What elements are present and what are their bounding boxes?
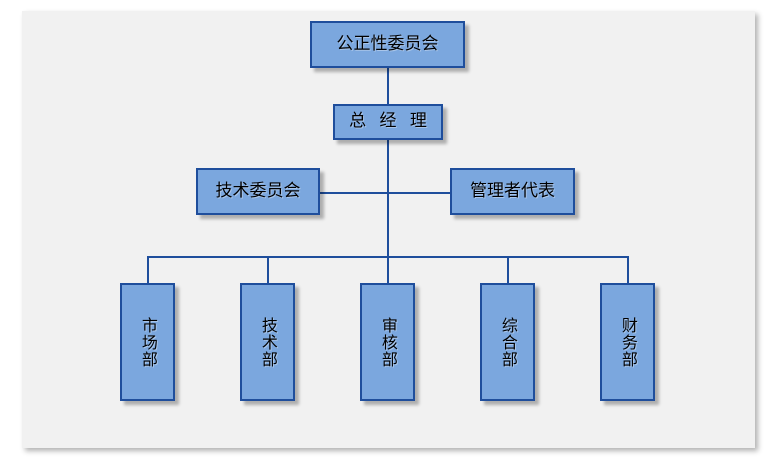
node-management-representative-label: 管理者代表 [470,180,555,201]
node-general-affairs-department[interactable]: 综合部 [480,283,535,401]
connector-row3-bar [319,192,451,194]
connector-drop-finance [627,256,629,283]
node-technical-committee[interactable]: 技术委员会 [196,168,320,215]
org-chart-canvas: 公正性委员会 总 经 理 技术委员会 管理者代表 市场部 技术部 审核部 综合部… [22,11,755,448]
node-marketing-department[interactable]: 市场部 [120,283,175,401]
connector-committee-to-gm [387,68,389,104]
node-management-representative[interactable]: 管理者代表 [450,168,575,215]
connector-drop-audit [387,256,389,283]
node-finance-department-label: 财务部 [618,316,638,368]
node-audit-department[interactable]: 审核部 [360,283,415,401]
connector-drop-general-affairs [507,256,509,283]
node-technology-department[interactable]: 技术部 [240,283,295,401]
connector-gm-trunk [387,140,389,257]
node-technology-department-label: 技术部 [258,316,278,368]
connector-drop-technology [267,256,269,283]
node-impartiality-committee-label: 公正性委员会 [336,33,439,54]
node-finance-department[interactable]: 财务部 [600,283,655,401]
node-marketing-department-label: 市场部 [138,316,158,368]
node-general-manager-label: 总 经 理 [349,111,431,132]
node-audit-department-label: 审核部 [378,316,398,368]
node-general-manager[interactable]: 总 经 理 [333,104,443,140]
node-general-affairs-department-label: 综合部 [498,316,518,368]
node-impartiality-committee[interactable]: 公正性委员会 [310,21,465,68]
connector-drop-marketing [147,256,149,283]
node-technical-committee-label: 技术委员会 [215,180,301,201]
